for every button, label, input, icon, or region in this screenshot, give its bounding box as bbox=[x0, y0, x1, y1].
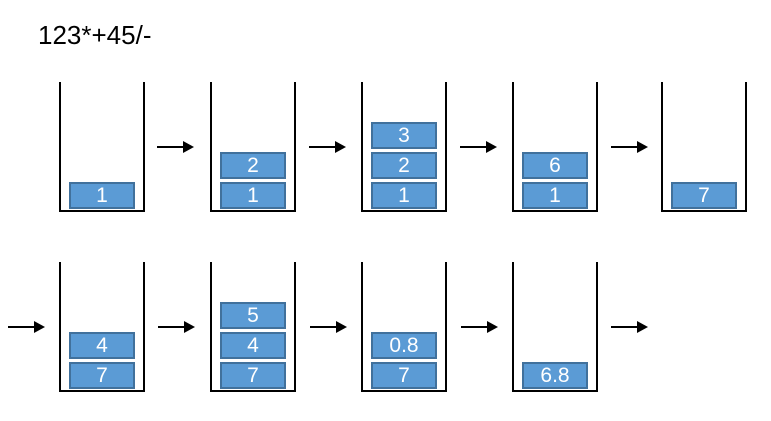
stack-wall-right bbox=[596, 262, 598, 392]
stack-cell: 5 bbox=[220, 302, 286, 329]
stack-cell: 1 bbox=[220, 182, 286, 209]
stack-cell: 7 bbox=[220, 362, 286, 389]
stack-cell: 2 bbox=[220, 152, 286, 179]
stack-wall-bottom bbox=[361, 390, 447, 392]
transition-arrow-icon bbox=[309, 140, 346, 154]
stack-cell: 0.8 bbox=[371, 332, 437, 359]
page-title: 123*+45/- bbox=[38, 20, 152, 50]
stack-wall-bottom bbox=[361, 210, 447, 212]
arrow-head bbox=[183, 141, 194, 153]
arrow-shaft bbox=[611, 146, 639, 148]
stack-wall-left bbox=[361, 262, 363, 392]
stack-container: 6.8 bbox=[512, 262, 598, 392]
stack-wall-bottom bbox=[210, 210, 296, 212]
stack-wall-bottom bbox=[59, 390, 145, 392]
stack-cells: 6.8 bbox=[512, 359, 598, 389]
stack-wall-bottom bbox=[512, 210, 598, 212]
stack-wall-left bbox=[59, 82, 61, 212]
transition-arrow-icon bbox=[611, 320, 648, 334]
stack-wall-bottom bbox=[661, 210, 747, 212]
stack-cell: 6 bbox=[522, 152, 588, 179]
stack-cell: 1 bbox=[371, 182, 437, 209]
stack-cell: 4 bbox=[69, 332, 135, 359]
stack-wall-bottom bbox=[59, 210, 145, 212]
stack-wall-right bbox=[596, 82, 598, 212]
stack-wall-right bbox=[294, 82, 296, 212]
arrow-shaft bbox=[310, 326, 338, 328]
transition-arrow-icon bbox=[611, 140, 648, 154]
stack-wall-right bbox=[143, 262, 145, 392]
stack-wall-left bbox=[210, 82, 212, 212]
stack-wall-bottom bbox=[210, 390, 296, 392]
stack-container: 7 4 5 bbox=[210, 262, 296, 392]
stack-cell: 1 bbox=[69, 182, 135, 209]
stack-wall-left bbox=[210, 262, 212, 392]
stack-cell: 6.8 bbox=[522, 362, 588, 389]
stack-wall-left bbox=[661, 82, 663, 212]
stack-cell: 2 bbox=[371, 152, 437, 179]
arrow-head bbox=[486, 141, 497, 153]
stack-wall-left bbox=[512, 82, 514, 212]
transition-arrow-icon bbox=[461, 320, 498, 334]
transition-arrow-icon bbox=[8, 320, 45, 334]
arrow-head bbox=[487, 321, 498, 333]
stack-container: 1 bbox=[59, 82, 145, 212]
arrow-shaft bbox=[8, 326, 36, 328]
stack-cells: 7 bbox=[661, 179, 747, 209]
arrow-shaft bbox=[157, 146, 185, 148]
stack-wall-right bbox=[745, 82, 747, 212]
stack-cell: 7 bbox=[371, 362, 437, 389]
stack-container: 7 bbox=[661, 82, 747, 212]
stack-cell: 4 bbox=[220, 332, 286, 359]
arrow-shaft bbox=[309, 146, 337, 148]
transition-arrow-icon bbox=[157, 140, 194, 154]
stack-cells: 1 bbox=[59, 179, 145, 209]
arrow-shaft bbox=[460, 146, 488, 148]
transition-arrow-icon bbox=[460, 140, 497, 154]
stack-wall-left bbox=[361, 82, 363, 212]
stack-wall-right bbox=[445, 262, 447, 392]
arrow-shaft bbox=[611, 326, 639, 328]
stack-cell: 1 bbox=[522, 182, 588, 209]
stack-wall-right bbox=[143, 82, 145, 212]
transition-arrow-icon bbox=[310, 320, 347, 334]
arrow-head bbox=[34, 321, 45, 333]
stack-wall-left bbox=[512, 262, 514, 392]
arrow-head bbox=[637, 141, 648, 153]
arrow-head bbox=[336, 321, 347, 333]
stack-cells: 7 4 5 bbox=[210, 299, 296, 389]
stack-wall-right bbox=[294, 262, 296, 392]
stack-wall-bottom bbox=[512, 390, 598, 392]
stack-cell: 7 bbox=[69, 362, 135, 389]
stack-wall-right bbox=[445, 82, 447, 212]
stack-cells: 1 2 3 bbox=[361, 119, 447, 209]
stack-cell: 3 bbox=[371, 122, 437, 149]
arrow-head bbox=[637, 321, 648, 333]
transition-arrow-icon bbox=[158, 320, 195, 334]
arrow-head bbox=[184, 321, 195, 333]
stack-wall-left bbox=[59, 262, 61, 392]
stack-cell: 7 bbox=[671, 182, 737, 209]
stack-container: 1 2 3 bbox=[361, 82, 447, 212]
arrow-shaft bbox=[158, 326, 186, 328]
arrow-shaft bbox=[461, 326, 489, 328]
arrow-head bbox=[335, 141, 346, 153]
